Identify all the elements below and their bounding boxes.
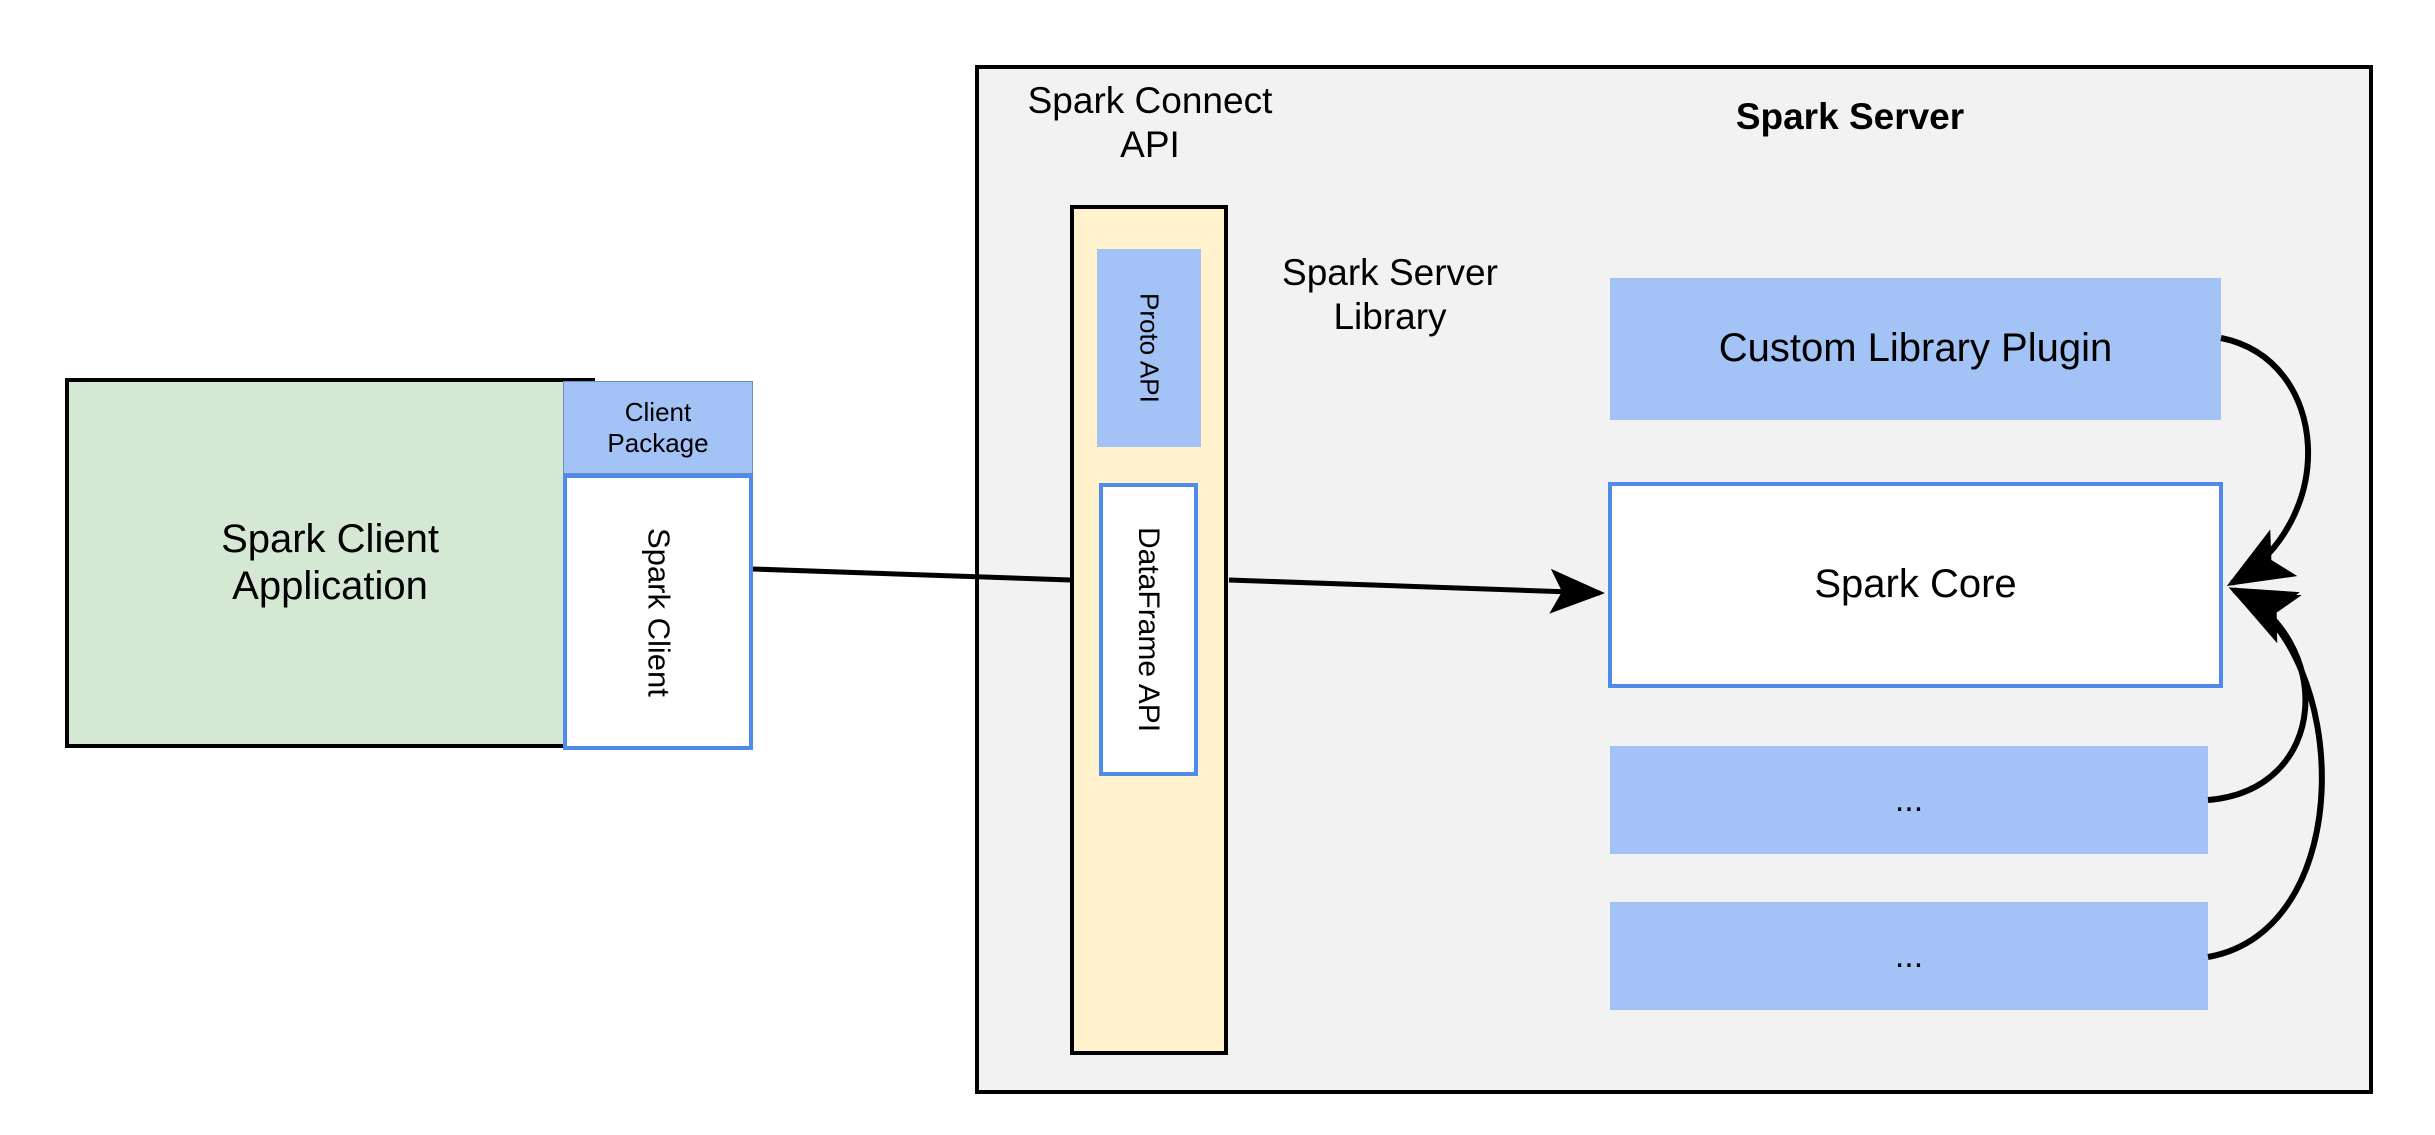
spark-server-title: Spark Server bbox=[1735, 96, 1965, 138]
spark-server-library-line2: Library bbox=[1333, 296, 1447, 337]
client-package-box[interactable]: Client Package bbox=[563, 381, 753, 474]
spark-core-box[interactable]: Spark Core bbox=[1608, 482, 2223, 688]
client-package-line2: Package bbox=[607, 427, 709, 458]
custom-library-plugin-box[interactable]: Custom Library Plugin bbox=[1610, 278, 2221, 420]
proto-api-label: Proto API bbox=[1134, 293, 1165, 403]
dataframe-api-label: DataFrame API bbox=[1132, 526, 1166, 733]
spark-server-library-label: Spark Server Library bbox=[1245, 240, 1535, 350]
spark-client-application-line1: Spark Client bbox=[221, 516, 439, 561]
spark-connect-api-label: Spark Connect API bbox=[1000, 68, 1300, 178]
spark-server-library-line1: Spark Server bbox=[1282, 252, 1498, 294]
dataframe-api-box[interactable]: DataFrame API bbox=[1099, 483, 1198, 776]
client-package-line1: Client bbox=[624, 396, 692, 427]
spark-core-label: Spark Core bbox=[1814, 562, 2017, 607]
proto-api-box[interactable]: Proto API bbox=[1097, 249, 1201, 447]
ellipsis-box-1[interactable]: ... bbox=[1610, 746, 2208, 854]
spark-client-application-box[interactable]: Spark Client Application bbox=[65, 378, 595, 748]
spark-client-application-line2: Application bbox=[232, 564, 428, 608]
spark-client-label: Spark Client bbox=[641, 527, 677, 697]
spark-connect-api-label-line2: API bbox=[1120, 124, 1180, 165]
ellipsis-box-1-label: ... bbox=[1894, 780, 1924, 819]
spark-client-box[interactable]: Spark Client bbox=[563, 474, 753, 750]
ellipsis-box-2-label: ... bbox=[1894, 936, 1924, 975]
custom-library-plugin-label: Custom Library Plugin bbox=[1718, 326, 2113, 371]
ellipsis-box-2[interactable]: ... bbox=[1610, 902, 2208, 1010]
spark-connect-api-label-line1: Spark Connect bbox=[1027, 80, 1273, 122]
